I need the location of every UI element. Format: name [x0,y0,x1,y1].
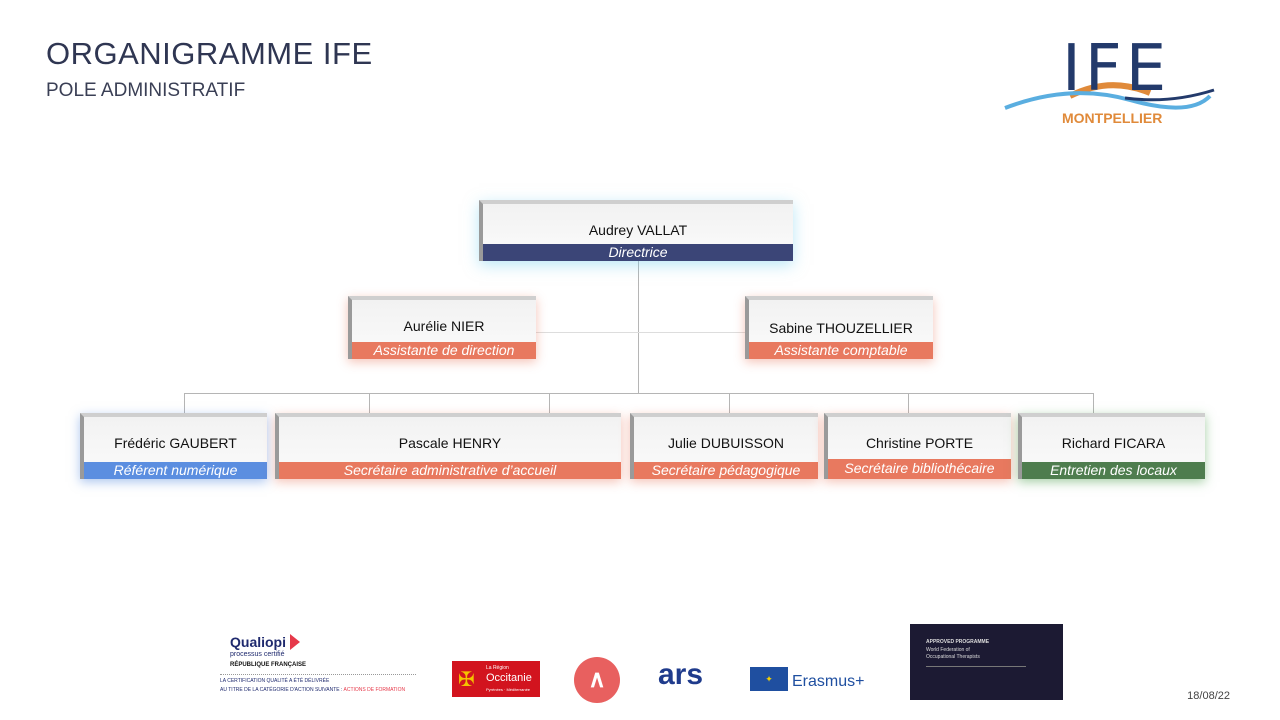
org-node-assistant: Aurélie NIER Assistante de direction [348,296,536,359]
ife-logo: IFE MONTPELLIER [1000,32,1220,130]
connector [184,393,185,413]
person-name: Julie DUBUISSON [668,435,784,451]
person-name: Christine PORTE [865,435,974,451]
org-node-staff: Julie DUBUISSON Secrétaire pédagogique [630,413,818,479]
qualiopi-sub: processus certifié [230,651,285,658]
erasmus-text: Erasmus+ [792,673,865,690]
occitanie-logo: ✠ La Région Occitanie Pyrénées · Méditer… [452,661,540,697]
logo-text: IFE [1062,32,1171,106]
occitan-cross-icon: ✠ [458,669,475,691]
org-node-staff: Pascale HENRY Secrétaire administrative … [275,413,621,479]
org-node-assistant: Sabine THOUZELLIER Assistante comptable [745,296,933,359]
person-role: Secrétaire pédagogique [634,462,818,479]
page-subtitle: POLE ADMINISTRATIF [46,80,246,101]
wfot-l2: World Federation of [926,647,970,653]
person-role: Directrice [483,244,793,261]
occitanie-sub: Pyrénées · Méditerranée [486,687,531,692]
person-role: Secrétaire administrative d’accueil [279,462,621,479]
person-role: Assistante comptable [749,342,933,359]
occitanie-small: La Région [486,665,509,671]
connector [369,393,370,413]
qualiopi-line2: AU TITRE DE LA CATÉGORIE D'ACTION SUIVAN… [220,687,343,693]
occitanie-big: Occitanie [486,672,532,684]
connector [908,393,909,413]
connector [729,393,730,413]
ars-text: ars [658,658,704,691]
qualiopi-rf: RÉPUBLIQUE FRANÇAISE [230,662,307,668]
person-name: Audrey VALLAT [588,222,688,238]
org-node-staff: Christine PORTE Secrétaire bibliothécair… [824,413,1011,479]
connector [535,332,745,333]
person-name: Sabine THOUZELLIER [769,320,913,336]
person-name: Richard FICARA [1061,435,1166,451]
eu-flag-icon: ✦ [750,667,788,691]
qualiopi-name: Qualiopi [230,634,286,650]
erasmus-logo: ✦ Erasmus+ [750,667,880,693]
person-role: Référent numérique [84,462,267,479]
org-node-director: Audrey VALLAT Directrice [479,200,793,261]
person-role: Entretien des locaux [1022,462,1205,479]
wfot-l1: APPROVED PROGRAMME [926,639,990,645]
wfot-l3: Occupational Therapists [926,654,980,660]
person-name: Aurélie NIER [403,318,485,334]
slide-date: 18/08/22 [1187,690,1230,702]
ars-logo: ars [658,658,718,698]
university-logo: ∧ [574,657,620,703]
connector [549,393,550,413]
page-title: ORGANIGRAMME IFE [46,36,373,71]
logo-city: MONTPELLIER [1062,110,1163,126]
qualiopi-line2b: ACTIONS DE FORMATION [343,687,406,693]
connector [638,261,639,393]
qualiopi-arrow-icon [290,634,300,650]
org-node-staff: Frédéric GAUBERT Référent numérique [80,413,267,479]
person-role: Assistante de direction [352,342,536,359]
qualiopi-logo: Qualiopi processus certifié RÉPUBLIQUE F… [218,626,418,696]
org-node-staff: Richard FICARA Entretien des locaux [1018,413,1205,479]
person-name: Pascale HENRY [398,435,502,451]
wfot-logo: APPROVED PROGRAMME World Federation of O… [910,624,1063,700]
connector [1093,393,1094,413]
qualiopi-line1: LA CERTIFICATION QUALITÉ A ÉTÉ DÉLIVRÉE [220,678,330,684]
person-name: Frédéric GAUBERT [114,435,237,451]
connector [184,393,1094,394]
person-role: Secrétaire bibliothécaire [828,459,1011,479]
